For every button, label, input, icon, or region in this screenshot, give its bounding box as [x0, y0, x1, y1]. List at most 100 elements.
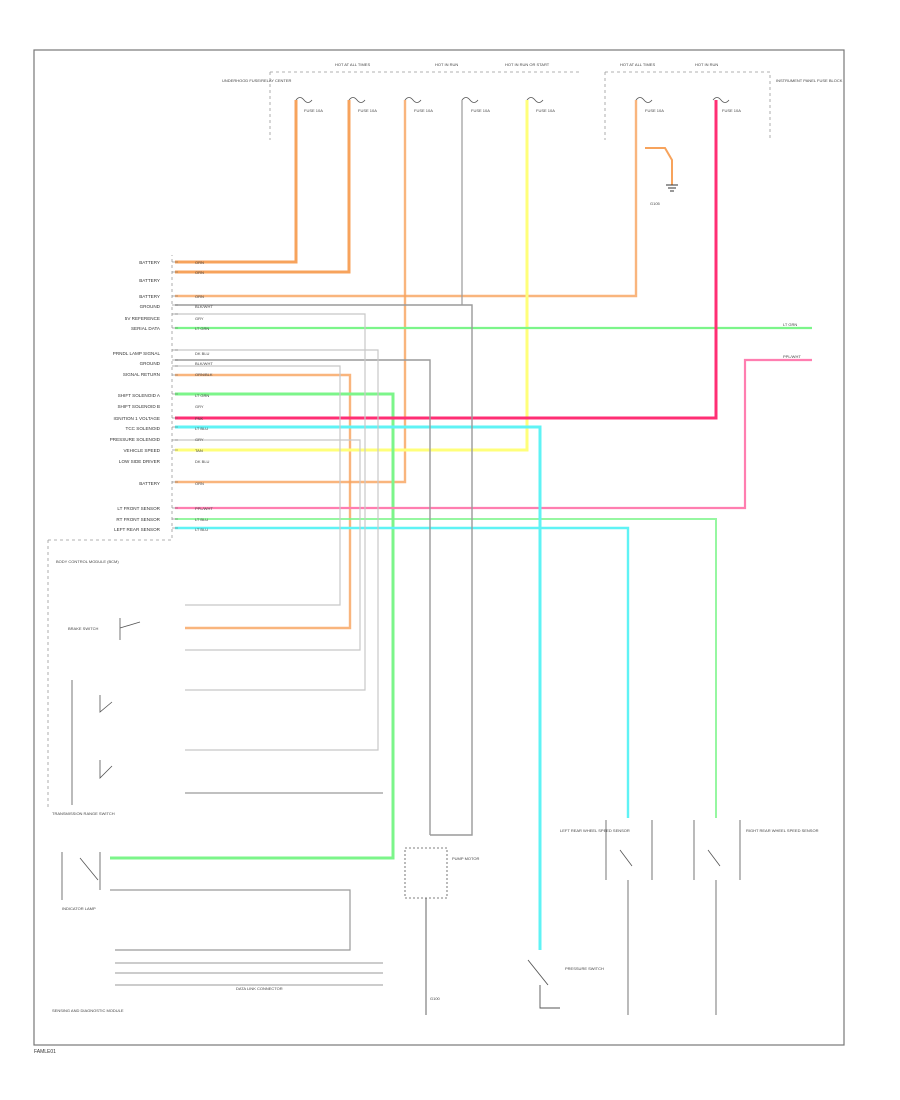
wire-color-label: PPL/WHT [195, 506, 213, 511]
wire-orange-ground [645, 147, 673, 185]
right-edge-label-pink: PPL/WHT [783, 354, 801, 359]
pin-label: BATTERY [139, 278, 160, 283]
fuse-4 [461, 97, 479, 103]
diagram-frame [33, 49, 845, 1046]
wire-color-label: BLK/WHT [195, 304, 213, 309]
left-rear-sensor-symbol [605, 820, 653, 1015]
fuse-3 [404, 97, 422, 103]
pin-label: GROUND [140, 304, 161, 309]
pressure-switch-symbol [527, 959, 560, 1009]
pin-label: IGNITION 1 VOLTAGE [113, 416, 160, 421]
connector-ticks [172, 261, 178, 529]
pin-label: SHIFT SOLENOID B [117, 404, 160, 409]
wire-red [175, 100, 718, 420]
ground-symbol [666, 184, 678, 192]
pin-label: 5V REFERENCE [125, 316, 160, 321]
right-edge-label-green: LT GRN [783, 322, 797, 327]
ground-label: G105 [650, 201, 661, 206]
wire-cyan-2 [175, 526, 630, 818]
pressure-switch-label: PRESSURE SWITCH [565, 966, 604, 971]
wire-color-label: PNK [195, 416, 204, 421]
fuse-label-7: FUSE 10A [722, 108, 741, 113]
pin-label: LEFT REAR SENSOR [114, 527, 161, 532]
diagram-code: FAMLE01 [34, 1049, 56, 1055]
wire-color-label: ORN [195, 294, 204, 299]
wire-orange-4 [175, 100, 407, 484]
fuse-label-6: FUSE 10A [645, 108, 664, 113]
pin-label: LOW SIDE DRIVER [119, 459, 161, 464]
wire-yellow [175, 100, 529, 452]
wire-green-3 [175, 518, 717, 818]
fuse-block-right-outline [604, 71, 771, 140]
wire-color-label: GRY [195, 316, 204, 321]
fuse-group [295, 97, 730, 103]
pump-motor-label: PUMP MOTOR [452, 856, 480, 861]
wire-color-label: ORN [195, 481, 204, 486]
wire-color-label: LT BLU [195, 426, 208, 431]
wire-gray-3 [175, 313, 366, 691]
switch-group [61, 618, 141, 900]
wire-gray-2 [175, 359, 431, 835]
sensor-module-label: SENSING AND DIAGNOSTIC MODULE [52, 1008, 124, 1013]
wire-color-label: TAN [195, 448, 203, 453]
range-switch-lower [99, 760, 113, 779]
ground-label-pump: G100 [430, 996, 441, 1001]
wire-orange-1 [175, 100, 298, 264]
fuse-header-2: HOT IN RUN [435, 62, 458, 67]
wire-color-label: ORN [195, 260, 204, 265]
trans-range-label: TRANSMISSION RANGE SWITCH [52, 811, 115, 816]
wire-gray-6 [175, 439, 361, 651]
module-pin-labels: BATTERY BATTERY BATTERY GROUND 5V REFERE… [110, 260, 161, 532]
wire-cyan-1 [175, 425, 542, 950]
fuse-5 [526, 97, 544, 103]
wire-color-label: LT BLU [195, 517, 208, 522]
fuse-label-4: FUSE 10A [471, 108, 490, 113]
brake-switch-symbol [119, 618, 141, 640]
wire-color-labels: ORN ORN ORN BLK/WHT GRY LT GRN DK BLU BL… [195, 260, 213, 532]
pin-label: BATTERY [139, 260, 160, 265]
fuse-header-1: HOT AT ALL TIMES [335, 62, 370, 67]
pin-label: GROUND [140, 361, 161, 366]
fuse-6 [635, 97, 653, 103]
fuse-block-left-outline [269, 71, 580, 140]
pin-label: BATTERY [139, 481, 160, 486]
wire-orange-3 [175, 100, 638, 298]
fuse-label-5: FUSE 10A [536, 108, 555, 113]
wire-color-label: LT GRN [195, 393, 209, 398]
indicator-label: INDICATOR LAMP [62, 906, 96, 911]
pin-label: PRNDL LAMP SIGNAL [113, 351, 161, 356]
pin-label: BATTERY [139, 294, 160, 299]
trans-switch [61, 852, 101, 900]
fuse-7 [712, 97, 730, 103]
wire-color-label: DK BLU [195, 351, 210, 356]
wire-green-2 [110, 392, 395, 860]
right-rear-sensor-symbol [693, 820, 741, 1015]
pin-label: SHIFT SOLENOID A [118, 393, 161, 398]
wheel-sensors [605, 820, 741, 1015]
left-rear-sensor-label: LEFT REAR WHEEL SPEED SENSOR [560, 828, 630, 833]
module-title: BODY CONTROL MODULE (BCM) [56, 559, 119, 564]
wire-gray-5 [175, 365, 341, 606]
fuse-label-1: FUSE 10A [304, 108, 323, 113]
wire-color-label: GRY [195, 437, 204, 442]
wire-pink [175, 358, 812, 510]
fuse-label-3: FUSE 10A [414, 108, 433, 113]
brake-switch-label: BRAKE SWITCH [68, 626, 99, 631]
wire-gray-1 [175, 304, 473, 836]
fuse-2 [348, 97, 366, 103]
fuse-header-4: HOT AT ALL TIMES [620, 62, 655, 67]
wire-color-label: LT GRN [195, 326, 209, 331]
range-switch-upper [99, 695, 113, 713]
wire-orange-5 [175, 373, 352, 630]
fuse-header-5: HOT IN RUN [695, 62, 718, 67]
fuse-1 [295, 97, 313, 103]
pin-label: SIGNAL RETURN [123, 372, 160, 377]
pin-label: VEHICLE SPEED [123, 448, 160, 453]
fuse-header-3: HOT IN RUN OR START [505, 62, 550, 67]
right-rear-sensor-label: RIGHT REAR WHEEL SPEED SENSOR [746, 828, 819, 833]
pin-label: RT FRONT SENSOR [116, 517, 160, 522]
pin-label: SERIAL DATA [131, 326, 161, 331]
module-outline [47, 255, 173, 810]
wire-orange-2 [175, 100, 351, 274]
